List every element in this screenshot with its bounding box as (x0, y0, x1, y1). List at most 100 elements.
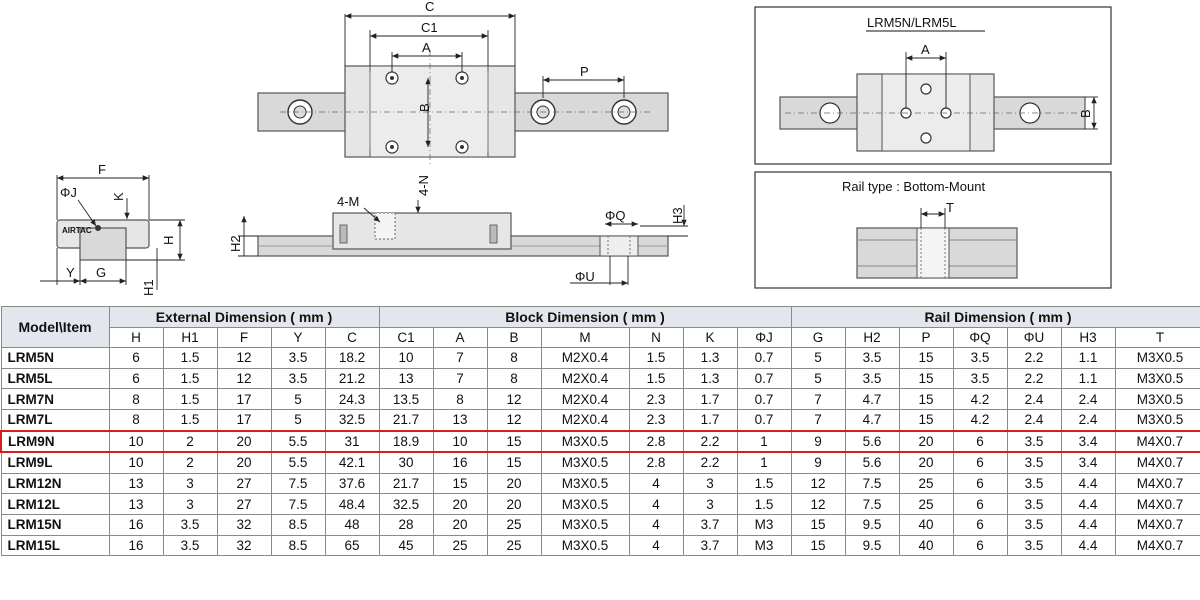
table-cell: 6 (108, 367, 164, 390)
table-cell: 32 (216, 534, 272, 557)
end-dim-f: F (98, 162, 106, 177)
table-cell: 42.1 (324, 451, 380, 474)
end-dim-y: Y (66, 265, 75, 280)
table-cell: 4 (628, 513, 684, 536)
top-view-drawing: C C1 A B P (257, 0, 669, 165)
table-cell: 25 (898, 493, 954, 515)
side-view-drawing: 4-M 4-N ΦQ H3 H2 ΦU (228, 175, 688, 286)
model-cell: LRM7N (0, 388, 110, 410)
table-cell: 4.4 (1060, 472, 1116, 495)
table-cell: 2.2 (682, 429, 738, 454)
table-cell: 3 (162, 493, 218, 515)
end-dim-h: H (161, 236, 176, 245)
table-cell: 12 (216, 367, 272, 390)
table-cell: 0.7 (736, 408, 792, 432)
spec-table-container: Model\Item External Dimension ( mm ) Blo… (0, 305, 1200, 557)
technical-drawings: C C1 A B P LRM5N/LRM5L A (40, 0, 1112, 296)
table-cell: 3.5 (952, 347, 1008, 369)
table-cell: 3.5 (270, 367, 326, 390)
table-cell: 48 (324, 513, 380, 536)
table-cell: 16 (108, 534, 164, 557)
table-cell: 1.5 (162, 388, 218, 410)
table-cell: 25 (432, 534, 488, 557)
table-cell: 4.4 (1060, 534, 1116, 557)
table-cell: 13 (108, 493, 164, 515)
table-cell: 7 (432, 347, 488, 369)
column-header: M (540, 326, 630, 349)
table-cell: 17 (216, 388, 272, 410)
table-cell: 1 (736, 451, 792, 474)
table-cell: 30 (378, 451, 434, 474)
table-cell: 3.5 (1006, 472, 1062, 495)
group-header-external: External Dimension ( mm ) (108, 306, 380, 328)
table-cell: 6 (952, 493, 1008, 515)
table-cell: 2.2 (1006, 367, 1062, 390)
table-cell: 5.5 (270, 429, 326, 454)
table-cell: 3.4 (1060, 451, 1116, 474)
dim-label-p: P (580, 64, 589, 79)
table-cell: 1.1 (1060, 347, 1116, 369)
table-cell: 17 (216, 408, 272, 432)
column-header: K (682, 326, 738, 349)
table-cell: 15 (486, 451, 542, 474)
table-cell: 28 (378, 513, 434, 536)
table-cell: 2 (162, 429, 218, 454)
table-cell: 3.4 (1060, 429, 1116, 454)
side-dim-phiq: ΦQ (605, 208, 625, 223)
group-header-row: Model\Item External Dimension ( mm ) Blo… (0, 305, 1200, 349)
table-cell: 1.7 (682, 408, 738, 432)
table-cell: M3 (736, 534, 792, 557)
table-cell: M3X0.5 (1114, 347, 1200, 369)
column-header: H1 (162, 326, 218, 349)
table-cell: 48.4 (324, 493, 380, 515)
model-cell: LRM15L (0, 534, 110, 557)
side-dim-4n: 4-N (416, 175, 431, 196)
bottom-mount-title: Rail type : Bottom-Mount (842, 179, 985, 194)
spec-table: Model\Item External Dimension ( mm ) Blo… (0, 305, 1200, 557)
table-cell: 7 (790, 408, 846, 432)
table-cell: 31 (324, 429, 380, 454)
table-cell: 65 (324, 534, 380, 557)
table-cell: M4X0.7 (1114, 534, 1200, 557)
table-cell: M3X0.5 (540, 429, 630, 454)
table-cell: 3 (682, 493, 738, 515)
table-cell: 1.5 (736, 493, 792, 515)
column-header: N (628, 326, 684, 349)
table-cell: 15 (432, 472, 488, 495)
end-dim-k: K (111, 192, 126, 201)
table-cell: 0.7 (736, 367, 792, 390)
table-cell: 5 (270, 408, 326, 432)
column-header: T (1114, 326, 1200, 349)
table-cell: 4 (628, 534, 684, 557)
table-cell: 3 (162, 472, 218, 495)
table-cell: 8 (108, 408, 164, 432)
table-cell: 4.2 (952, 388, 1008, 410)
model-cell: LRM5L (0, 367, 110, 390)
table-cell: 8.5 (270, 513, 326, 536)
table-cell: 1.1 (1060, 367, 1116, 390)
table-cell: M3X0.5 (540, 472, 630, 495)
lrm5-dim-b: B (1078, 109, 1093, 118)
table-cell: 3.5 (1006, 429, 1062, 454)
table-cell: M3X0.5 (1114, 367, 1200, 390)
table-cell: 1.5 (162, 347, 218, 369)
table-cell: 7 (432, 367, 488, 390)
table-cell: 3.7 (682, 534, 738, 557)
table-cell: 7 (790, 388, 846, 410)
table-cell: 5.5 (270, 451, 326, 474)
model-cell: LRM7L (0, 408, 110, 432)
dim-label-c1: C1 (421, 20, 438, 35)
table-cell: 3.5 (162, 534, 218, 557)
table-cell: 2.2 (1006, 347, 1062, 369)
table-cell: 15 (790, 513, 846, 536)
table-cell: 12 (486, 388, 542, 410)
table-cell: 20 (898, 429, 954, 454)
table-cell: 5.6 (844, 429, 900, 454)
table-cell: 3.5 (844, 347, 900, 369)
column-header: H (108, 326, 164, 349)
table-cell: 2.4 (1060, 388, 1116, 410)
